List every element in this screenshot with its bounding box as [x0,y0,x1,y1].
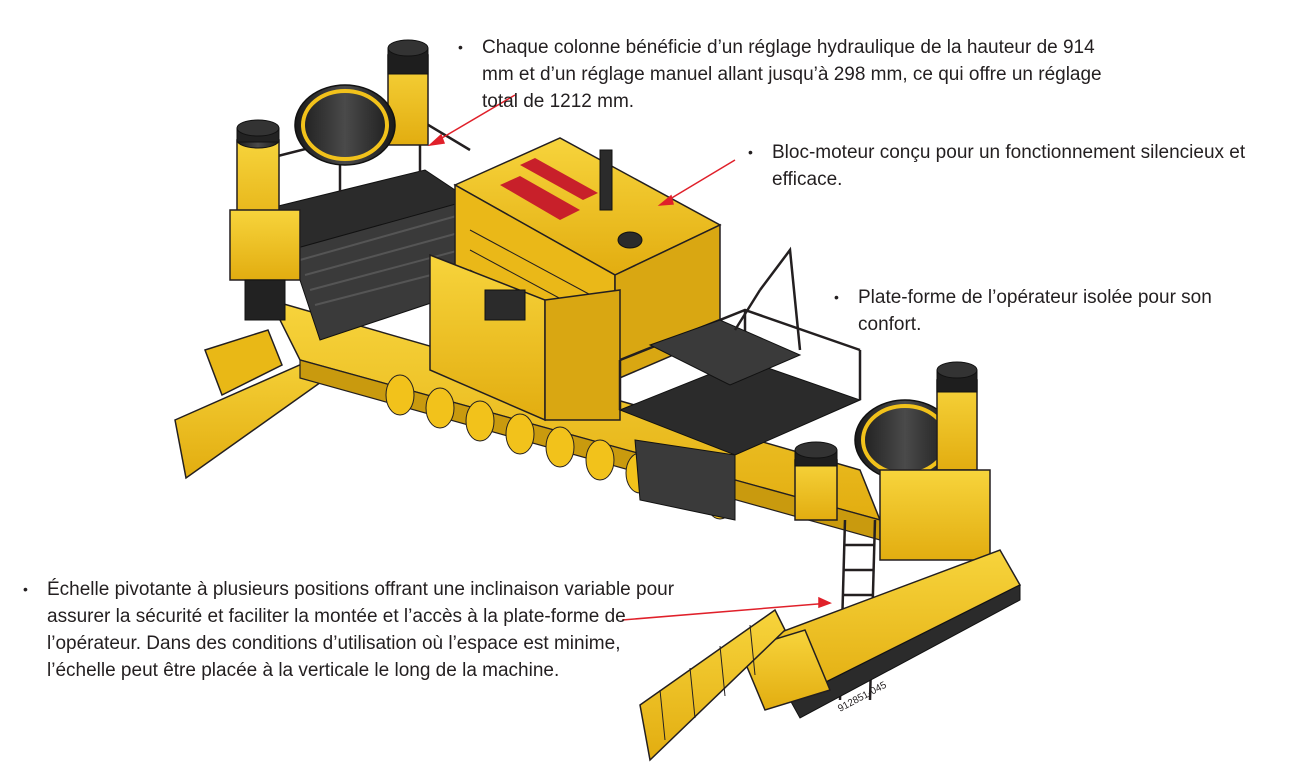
bullet: • [23,581,28,597]
right-track [738,549,1022,719]
leader-lines [427,94,832,621]
callout-text: Bloc-moteur conçu pour un fonctionnement… [772,142,1246,190]
right-columns [794,361,991,561]
callout-text: Échelle pivotante à plusieurs positions … [47,579,675,681]
bullet: • [834,289,839,305]
front-walkway [618,246,862,521]
callout-text: Chaque colonne bénéficie d’un réglage hy… [482,37,1102,112]
callout-text: Plate-forme de l’opérateur isolée pour s… [858,287,1212,335]
operator-section [429,253,621,422]
rear-walkway [260,118,472,341]
bullet: • [748,144,753,160]
callout-column-adjustment: • Chaque colonne bénéficie d’un réglage … [458,34,1102,115]
left-tank [294,84,396,166]
left-tall-column [387,39,429,146]
left-rear-column [229,119,301,321]
bullet: • [458,39,463,55]
callout-engine-block: • Bloc-moteur conçu pour un fonctionneme… [748,139,1282,193]
callout-operator-platform: • Plate-forme de l’opérateur isolée pour… [834,284,1238,338]
right-mould-plate [639,608,786,762]
callout-pivoting-ladder: • Échelle pivotante à plusieurs position… [23,576,687,684]
